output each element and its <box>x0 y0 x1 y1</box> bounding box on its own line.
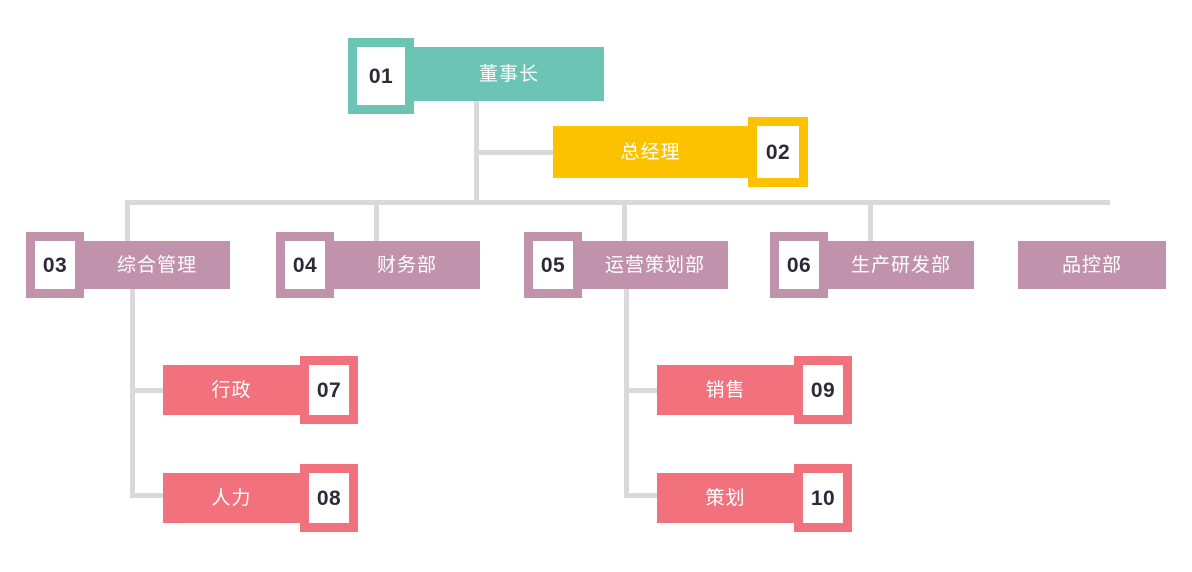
badge-inner: 09 <box>803 365 843 415</box>
node-bar-n02[interactable]: 总经理 <box>553 126 779 178</box>
node-bar-n07[interactable]: 品控部 <box>1018 241 1166 289</box>
node-number-badge: 10 <box>794 464 852 532</box>
badge-number-text: 05 <box>540 253 566 277</box>
node-label: 综合管理 <box>116 254 197 276</box>
node-label: 品控部 <box>1061 254 1122 276</box>
badge-number-text: 08 <box>316 486 342 510</box>
node-number-badge: 07 <box>300 356 358 424</box>
connector-branch-to-node-08 <box>130 493 165 498</box>
badge-number-text: 10 <box>810 486 836 510</box>
badge-number-text: 06 <box>786 253 812 277</box>
connector-gm-branch-horizontal <box>474 150 556 155</box>
badge-number-text: 07 <box>316 378 342 402</box>
node-bar-n10[interactable]: 销售 <box>657 365 817 415</box>
node-label: 策划 <box>705 487 746 509</box>
badge-inner: 07 <box>309 365 349 415</box>
badge-inner: 02 <box>757 126 799 178</box>
node-label: 生产研发部 <box>850 254 951 276</box>
connector-branch-to-node-07 <box>130 388 165 393</box>
badge-number-text: 03 <box>42 253 68 277</box>
connector-branch-to-node-09 <box>624 388 659 393</box>
connector-branch-to-node-10 <box>624 493 659 498</box>
connector-drop-to-node-06 <box>868 200 873 245</box>
node-bar-n09[interactable]: 人力 <box>163 473 323 523</box>
node-number-badge: 02 <box>748 117 808 187</box>
badge-inner: 08 <box>309 473 349 523</box>
node-label: 财务部 <box>376 254 437 276</box>
node-number-badge: 08 <box>300 464 358 532</box>
connector-drop-to-node-04 <box>374 200 379 245</box>
node-label: 行政 <box>211 379 252 401</box>
badge-number-text: 02 <box>765 140 791 164</box>
node-number-badge: 09 <box>794 356 852 424</box>
node-label: 人力 <box>211 487 252 509</box>
node-number-badge: 04 <box>276 232 334 298</box>
badge-number-text: 04 <box>292 253 318 277</box>
badge-number-text: 01 <box>368 64 394 88</box>
node-bar-n08[interactable]: 行政 <box>163 365 323 415</box>
connector-level3-bus-horizontal <box>125 200 1110 205</box>
badge-inner: 06 <box>779 241 819 289</box>
node-label: 董事长 <box>478 63 539 85</box>
connector-node-05-stem-down <box>624 289 629 497</box>
badge-inner: 04 <box>285 241 325 289</box>
badge-inner: 03 <box>35 241 75 289</box>
connector-drop-to-node-03 <box>125 200 130 245</box>
node-number-badge: 06 <box>770 232 828 298</box>
badge-number-text: 09 <box>810 378 836 402</box>
badge-inner: 01 <box>357 47 405 105</box>
node-number-badge: 05 <box>524 232 582 298</box>
connector-node-03-stem-down <box>130 289 135 497</box>
node-number-badge: 01 <box>348 38 414 114</box>
badge-inner: 05 <box>533 241 573 289</box>
node-label: 总经理 <box>620 141 681 163</box>
node-label: 销售 <box>705 379 746 401</box>
node-label: 运营策划部 <box>604 254 705 276</box>
node-number-badge: 03 <box>26 232 84 298</box>
badge-inner: 10 <box>803 473 843 523</box>
connector-drop-to-node-05 <box>622 200 627 245</box>
node-bar-n11[interactable]: 策划 <box>657 473 817 523</box>
